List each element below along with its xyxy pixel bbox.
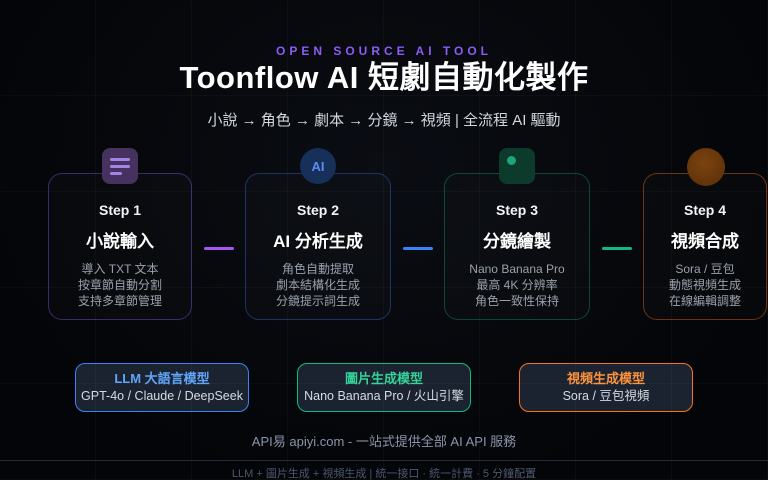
steps-row: Step 1 小說輸入 導入 TXT 文本 按章節自動分割 支持多章節管理 AI…	[48, 147, 768, 320]
step-items: 角色自動提取 劇本結構化生成 分鏡提示詞生成	[246, 261, 390, 309]
step-item: 導入 TXT 文本	[81, 262, 159, 276]
image-dot-icon	[499, 148, 535, 184]
footer-divider	[0, 460, 768, 461]
step-items: 導入 TXT 文本 按章節自動分割 支持多章節管理	[49, 261, 191, 309]
step-card-1: Step 1 小說輸入 導入 TXT 文本 按章節自動分割 支持多章節管理	[48, 148, 192, 320]
header: OPEN SOURCE AI TOOL Toonflow AI 短劇自動化製作 …	[0, 0, 768, 132]
model-box-image: 圖片生成模型 Nano Banana Pro / 火山引擎	[297, 363, 471, 412]
model-box-video: 視頻生成模型 Sora / 豆包視頻	[519, 363, 693, 412]
model-subtitle: Nano Banana Pro / 火山引擎	[304, 389, 464, 403]
step-item: 角色自動提取	[281, 262, 354, 276]
step-label: Step 2	[296, 202, 339, 218]
step-title: 小說輸入	[86, 232, 154, 251]
connector-slot	[192, 246, 245, 250]
connector-line-3	[601, 246, 632, 250]
step-label: Step 4	[683, 202, 726, 218]
document-lines-icon	[102, 148, 138, 184]
step-item: 支持多章節管理	[77, 294, 162, 308]
step-title: AI 分析生成	[273, 232, 363, 251]
step-card-2: AI Step 2 AI 分析生成 角色自動提取 劇本結構化生成 分鏡提示詞生成	[245, 148, 391, 320]
model-box-llm: LLM 大語言模型 GPT-4o / Claude / DeepSeek	[75, 363, 249, 412]
step-item: Nano Banana Pro	[469, 262, 565, 276]
step-label: Step 1	[98, 202, 141, 218]
model-title: 圖片生成模型	[344, 371, 423, 386]
step-item: 按章節自動分割	[77, 278, 162, 292]
workflow-subtitle: 小說 → 角色 → 劇本 → 分鏡 → 視頻 | 全流程 AI 驅動	[207, 112, 561, 129]
connector-slot	[391, 246, 444, 250]
step-item: 劇本結構化生成	[275, 278, 360, 292]
model-title: LLM 大語言模型	[114, 371, 210, 386]
step-item: 分鏡提示詞生成	[275, 294, 360, 308]
step-title: 視頻合成	[671, 232, 739, 251]
connector-slot	[590, 246, 643, 250]
video-circle-icon	[687, 148, 725, 186]
step-item: 動態視頻生成	[668, 278, 741, 292]
footer-tagline: LLM + 圖片生成 + 視頻生成 | 統一接口 · 統一計費 · 5 分鐘配置	[231, 468, 537, 480]
models-row: LLM 大語言模型 GPT-4o / Claude / DeepSeek 圖片生…	[0, 363, 768, 412]
connector-line-2	[402, 246, 433, 250]
step-label: Step 3	[495, 202, 538, 218]
page-title: Toonflow AI 短劇自動化製作	[179, 60, 589, 95]
step-card-4: Step 4 視頻合成 Sora / 豆包 動態視頻生成 在線編輯調整	[643, 148, 767, 320]
step-items: Nano Banana Pro 最高 4K 分辨率 角色一致性保持	[445, 261, 589, 309]
step-title: 分鏡繪製	[483, 232, 551, 251]
step-item: Sora / 豆包	[675, 262, 735, 276]
step-item: 最高 4K 分辨率	[476, 278, 558, 292]
model-subtitle: Sora / 豆包視頻	[562, 389, 650, 403]
step-item: 在線編輯調整	[668, 294, 741, 308]
step-items: Sora / 豆包 動態視頻生成 在線編輯調整	[644, 261, 766, 309]
ai-badge-icon: AI	[300, 148, 336, 184]
footer-brand-line: API易 apiyi.com - 一站式提供全部 AI API 服務	[251, 434, 517, 449]
connector-line-1	[203, 246, 234, 250]
model-title: 視頻生成模型	[566, 371, 645, 386]
step-item: 角色一致性保持	[474, 294, 559, 308]
model-subtitle: GPT-4o / Claude / DeepSeek	[81, 389, 243, 403]
eyebrow-label: OPEN SOURCE AI TOOL	[275, 44, 492, 58]
step-card-3: Step 3 分鏡繪製 Nano Banana Pro 最高 4K 分辨率 角色…	[444, 148, 590, 320]
